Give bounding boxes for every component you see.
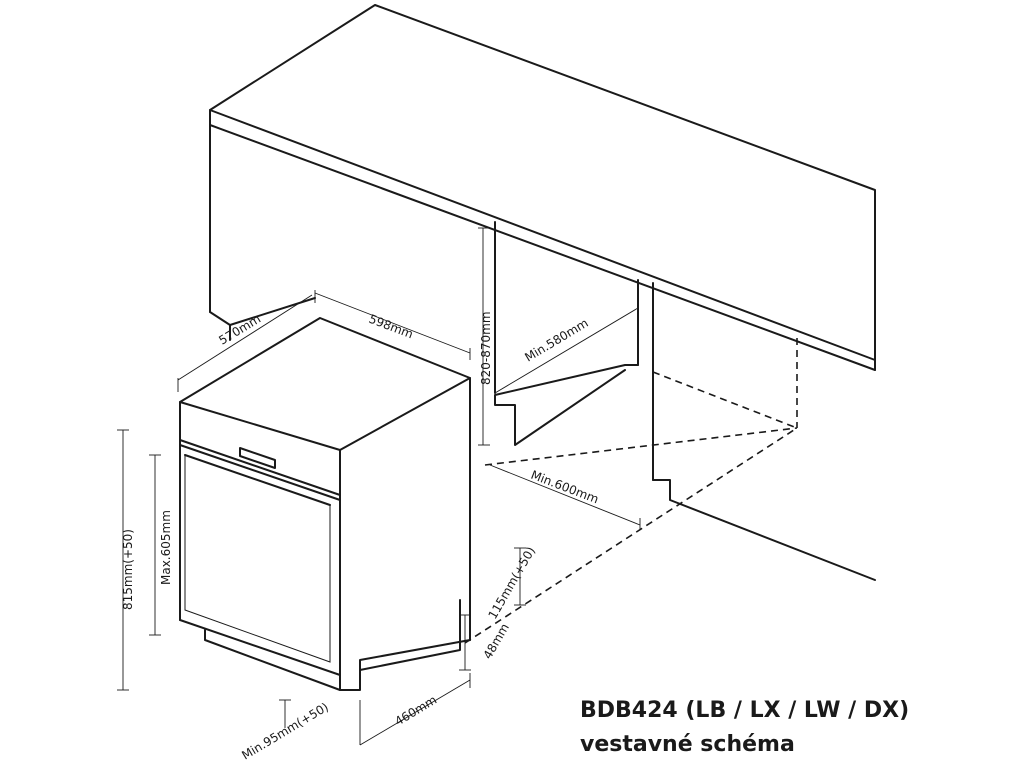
dimension-lines bbox=[117, 227, 641, 746]
base-depth-label: 460mm bbox=[392, 693, 439, 729]
diagram-title: BDB424 (LB / LX / LW / DX) bbox=[580, 698, 910, 723]
panel-height-label: Max.605mm bbox=[159, 510, 173, 585]
foot-height-label: 48mm bbox=[480, 621, 511, 661]
control-display bbox=[239, 447, 276, 469]
cabinet-depth-label: Min.580mm bbox=[522, 316, 590, 365]
countertop bbox=[209, 4, 876, 371]
diagram-subtitle: vestavné schéma bbox=[580, 732, 795, 757]
plinth-height-label: 115mm(+50) bbox=[485, 544, 538, 621]
cabinet-height-label: 820-870mm bbox=[479, 311, 493, 385]
total-height-label: 815mm(+50) bbox=[121, 529, 135, 610]
dishwasher bbox=[179, 317, 471, 691]
cabinet-width-label: Min.600mm bbox=[529, 468, 601, 507]
width-label: 598mm bbox=[367, 312, 415, 342]
installation-niche bbox=[494, 221, 876, 581]
niche-floor-outline bbox=[464, 338, 798, 644]
depth-label: 570mm bbox=[216, 312, 263, 348]
